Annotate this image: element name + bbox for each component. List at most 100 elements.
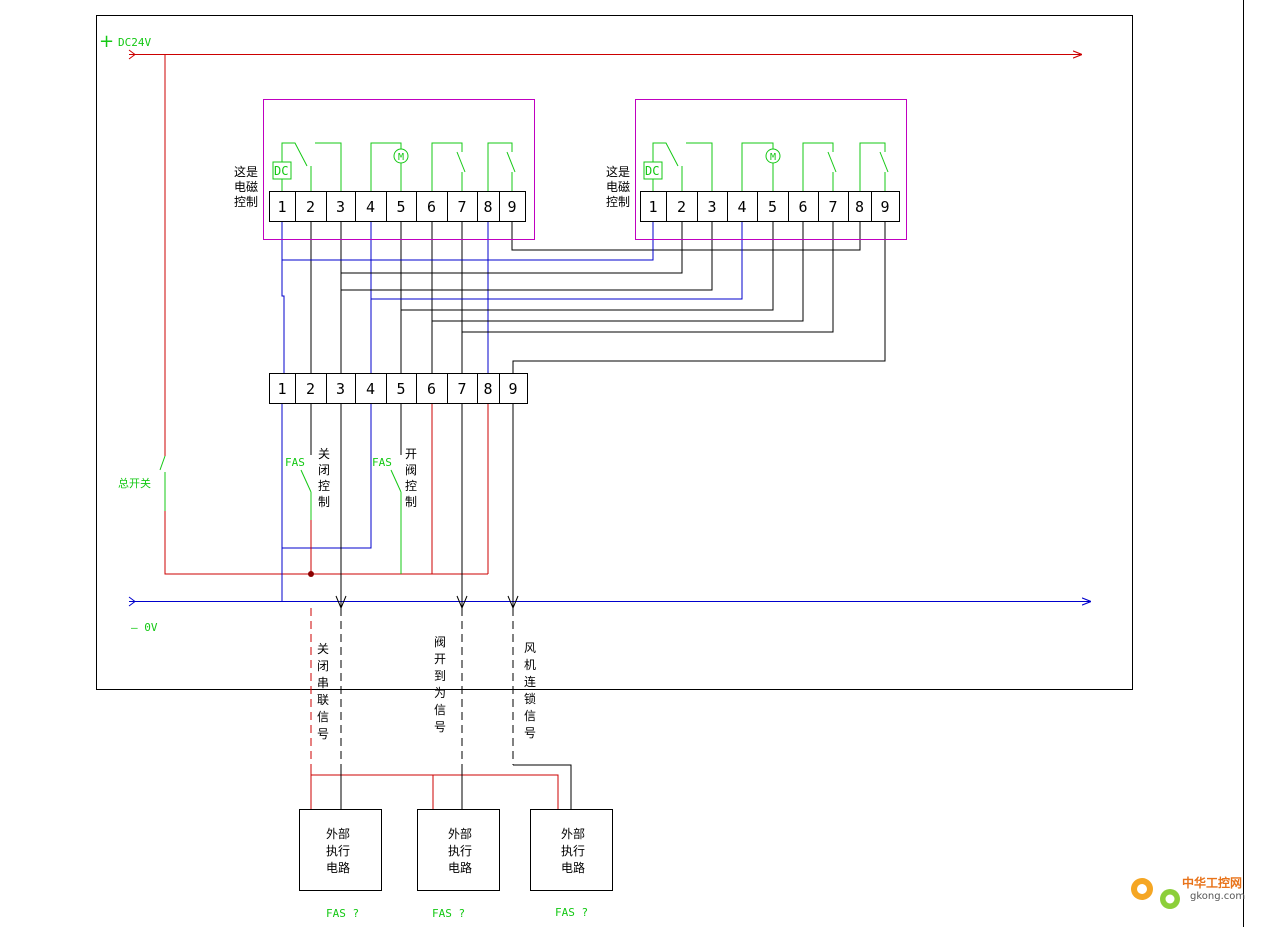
wire-right-1 xyxy=(282,221,654,261)
external-circuit-1: 外部 执行 电路 FAS ? xyxy=(299,809,382,920)
terminal-number: 4 xyxy=(366,380,375,398)
series-signal-label-2: 闭 xyxy=(317,659,329,673)
terminal-left-6: 6 xyxy=(416,191,448,222)
plus-sign: + xyxy=(99,31,114,52)
terminal-left-4: 4 xyxy=(355,191,387,222)
terminal-cell xyxy=(697,191,728,222)
terminal-number: 1 xyxy=(648,198,657,216)
terminal-cell xyxy=(295,373,327,404)
em-label-left-1: 这是 xyxy=(234,164,258,179)
close-control-label-2: 闭 xyxy=(318,463,330,477)
drawing-frame xyxy=(96,15,1133,690)
gear-icon xyxy=(1131,878,1180,909)
contact-1-2-right xyxy=(652,142,679,167)
terminal-number: 6 xyxy=(798,198,807,216)
terminal-right-3: 3 xyxy=(697,191,728,222)
contact-8-9-left xyxy=(487,142,513,191)
dc-symbol-left: DC xyxy=(274,164,288,178)
terminal-cell xyxy=(788,191,819,222)
terminal-number: 9 xyxy=(507,198,516,216)
em-label-left-2: 电磁 xyxy=(234,179,258,194)
junction-dot xyxy=(308,571,314,577)
terminal-number: 2 xyxy=(306,380,315,398)
terminal-left-3: 3 xyxy=(326,191,356,222)
terminal-number: 4 xyxy=(366,198,375,216)
terminal-bottom-9: 9 xyxy=(499,373,528,404)
dc-symbol-right: DC xyxy=(645,164,659,178)
contact-8-9-blade-left xyxy=(506,151,516,173)
fan-signal-label-2: 机 xyxy=(524,658,536,672)
ext-2-line-3: 电路 xyxy=(448,860,472,875)
em-label-right-1: 这是 xyxy=(606,164,630,179)
em-label-right-2: 电磁 xyxy=(606,179,630,194)
terminal-number: 6 xyxy=(427,380,436,398)
valve-signal-label-4: 为 xyxy=(434,686,446,700)
terminal-number: 8 xyxy=(855,198,864,216)
terminal-left-1: 1 xyxy=(269,191,296,222)
terminal-cell xyxy=(386,373,417,404)
wire-left9-right8 xyxy=(511,221,861,251)
terminal-right-2: 2 xyxy=(666,191,698,222)
terminal-cell xyxy=(499,191,526,222)
wire-positive-bus xyxy=(164,511,488,575)
terminal-cell xyxy=(269,191,296,222)
terminal-number: 2 xyxy=(306,198,315,216)
terminal-number: 5 xyxy=(396,380,405,398)
motor-feed-left xyxy=(370,142,402,191)
valve-signal-label-5: 信 xyxy=(434,703,446,717)
terminal-right-8: 8 xyxy=(848,191,872,222)
terminal-right-1: 1 xyxy=(640,191,667,222)
valve-signal-label-3: 到 xyxy=(434,669,446,683)
valve-signal-label-6: 号 xyxy=(434,720,446,734)
fan-signal-label-4: 锁 xyxy=(524,691,536,706)
open-valve-label-1: 开 xyxy=(405,447,417,461)
fan-signal-label-1: 风 xyxy=(524,641,536,655)
wire-right-6 xyxy=(432,221,804,322)
terminal-cell xyxy=(355,373,387,404)
terminal-number: 7 xyxy=(457,198,466,216)
em-label-left-3: 控制 xyxy=(234,195,258,209)
wire-right-2 xyxy=(341,221,683,274)
series-signal-label-1: 关 xyxy=(317,642,329,656)
terminal-left-8: 8 xyxy=(477,191,500,222)
dc24v-rail: + DC24V xyxy=(99,31,1082,60)
wire-right-4 xyxy=(371,221,743,300)
contact-8-9-blade-right xyxy=(879,151,889,173)
terminal-bottom-5: 5 xyxy=(386,373,417,404)
open-valve-label-4: 制 xyxy=(405,495,417,509)
valve-signal-label-1: 阀 xyxy=(434,635,446,649)
terminal-left-5: 5 xyxy=(386,191,417,222)
fas-label-close: FAS xyxy=(285,456,305,469)
terminal-right-6: 6 xyxy=(788,191,819,222)
wire-right-9 xyxy=(512,221,886,373)
terminal-cell xyxy=(416,191,448,222)
terminal-number: 5 xyxy=(396,198,405,216)
terminal-right-7: 7 xyxy=(818,191,849,222)
fan-signal-label-6: 号 xyxy=(524,726,536,740)
terminal-cell xyxy=(871,191,900,222)
terminal-left-7: 7 xyxy=(447,191,478,222)
terminal-number: 7 xyxy=(457,380,466,398)
wire-right-7 xyxy=(462,221,834,333)
fan-signal-label-5: 信 xyxy=(524,709,536,723)
terminal-cell xyxy=(295,191,327,222)
wiring-layer xyxy=(159,54,886,809)
fas-label-open: FAS xyxy=(372,456,392,469)
ext-1-line-1: 外部 xyxy=(326,826,350,841)
contact-6-7-blade-right xyxy=(827,151,837,173)
dc24v-label: DC24V xyxy=(118,36,151,49)
ext-2-line-1: 外部 xyxy=(448,826,472,841)
terminal-right-5: 5 xyxy=(757,191,789,222)
terminal-number: 3 xyxy=(336,198,345,216)
ext-2-line-2: 执行 xyxy=(448,844,472,858)
terminal-cell xyxy=(447,373,478,404)
terminal-number: 7 xyxy=(828,198,837,216)
em-label-right-3: 控制 xyxy=(606,195,630,209)
terminal-bottom-6: 6 xyxy=(416,373,448,404)
close-control-label-4: 制 xyxy=(318,495,330,509)
terminal-cell xyxy=(326,373,356,404)
terminal-cell xyxy=(499,373,528,404)
motor-symbol-left: M xyxy=(398,152,404,163)
terminal-number: 9 xyxy=(508,380,517,398)
